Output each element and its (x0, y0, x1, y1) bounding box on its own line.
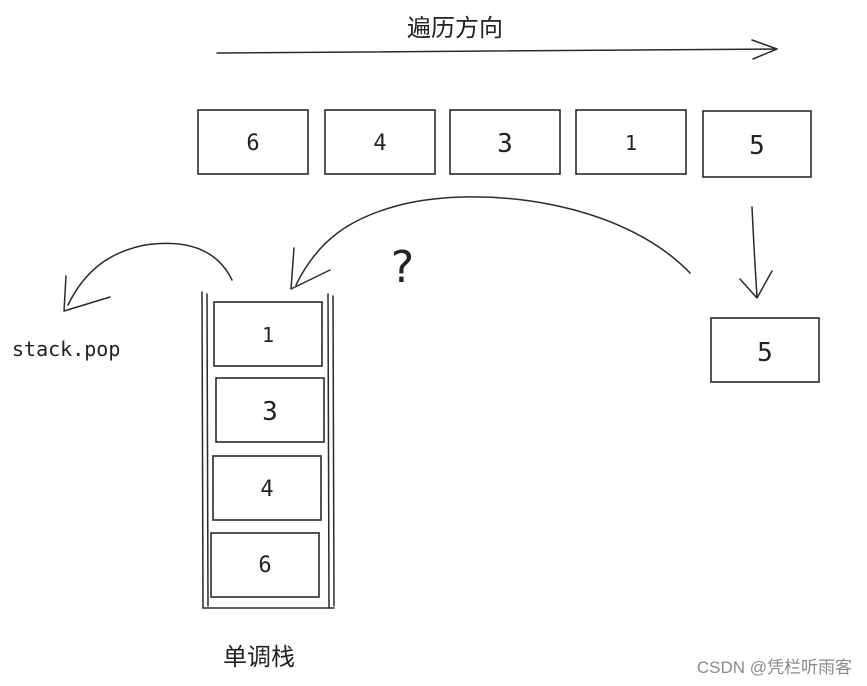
array-value: 6 (246, 131, 259, 156)
array-box (449, 109, 561, 175)
stack-box (215, 377, 325, 443)
stack-value: 3 (262, 397, 278, 427)
compare-arrow (290, 196, 691, 290)
array-value: 3 (497, 129, 513, 159)
array-value: 1 (625, 131, 637, 155)
stack-box (213, 301, 323, 367)
array-value: 5 (749, 131, 765, 161)
stack: 1 3 4 6 (210, 301, 325, 598)
stack-box (210, 532, 320, 598)
array-box (575, 109, 687, 175)
array-value: 4 (373, 131, 386, 156)
array-box (702, 110, 812, 178)
array-box (324, 109, 436, 175)
stack-label: 单调栈 (223, 643, 295, 671)
direction-title: 遍历方向 (407, 14, 503, 42)
watermark: CSDN @凭栏听雨客 (697, 658, 852, 677)
stack-walls (201, 291, 335, 609)
array-box (197, 109, 309, 175)
stack-value: 1 (262, 323, 274, 347)
pop-arrow (63, 242, 233, 312)
pop-label: stack.pop (12, 337, 120, 361)
direction-arrow (216, 39, 778, 60)
question-mark: ? (389, 242, 416, 293)
array-row: 6 4 3 1 5 (197, 109, 812, 178)
stack-box (212, 455, 322, 521)
down-arrow (739, 206, 773, 299)
stack-value: 6 (258, 553, 271, 578)
current-element-value: 5 (757, 338, 773, 368)
current-element-box (710, 317, 820, 383)
stack-value: 4 (260, 477, 273, 502)
